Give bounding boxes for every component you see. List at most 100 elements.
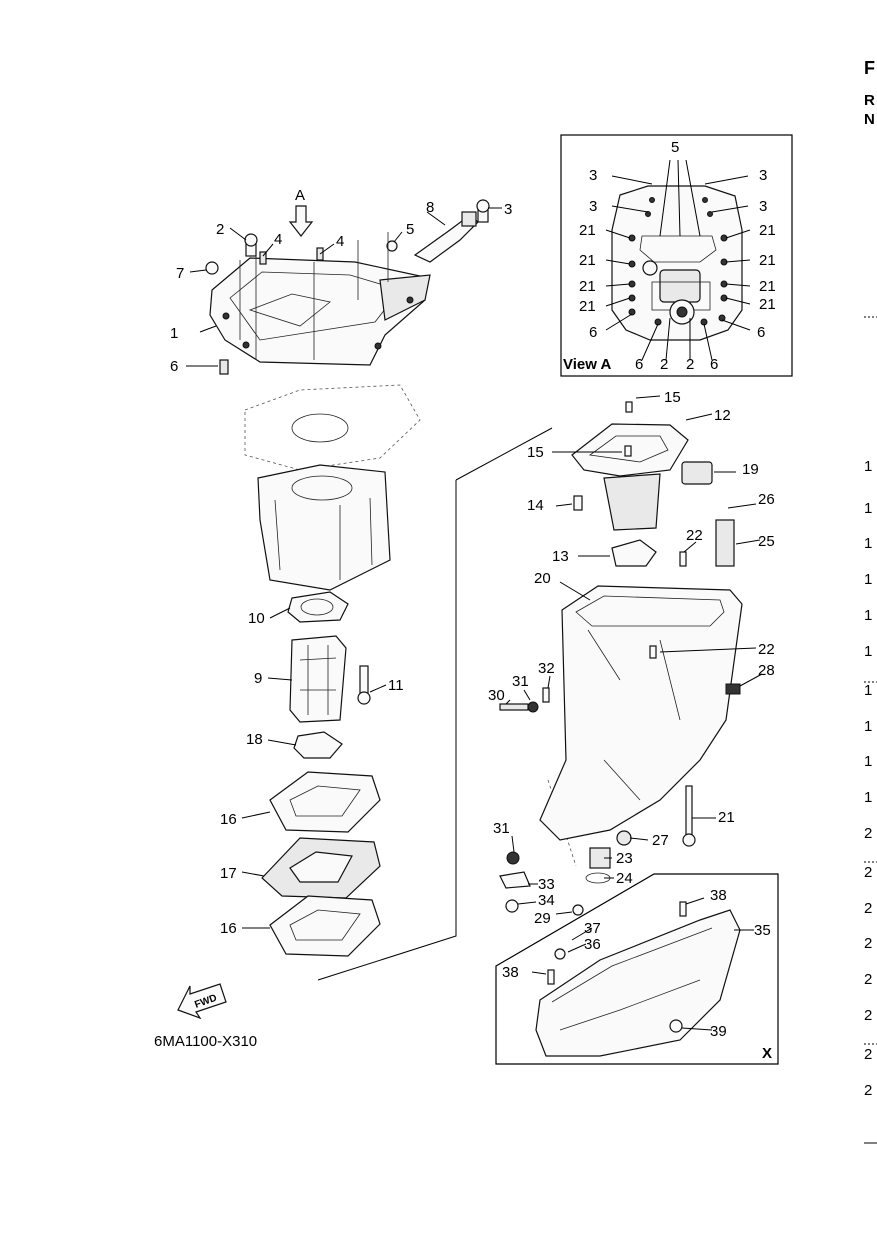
callout: 2 — [686, 356, 694, 373]
edge-row: 1 — [864, 718, 873, 735]
edge-row: 1 — [864, 535, 873, 552]
edge-row: 2 — [864, 825, 873, 842]
callout: 21 — [759, 278, 776, 295]
callout: 32 — [538, 660, 555, 677]
callout: 21 — [579, 298, 596, 315]
edge-row: 1 — [864, 458, 873, 475]
main-callouts: 1 2 3 4 4 5 6 7 8 9 10 11 12 13 14 15 15… — [170, 199, 775, 1040]
callout: 18 — [246, 731, 263, 748]
callout: 6 — [710, 356, 718, 373]
callout: 28 — [758, 662, 775, 679]
callout: 2 — [660, 356, 668, 373]
callout: 4 — [274, 231, 282, 248]
callout: 35 — [754, 922, 771, 939]
edge-header: F — [864, 58, 875, 78]
view-a-arrow-label: A — [295, 187, 305, 204]
view-a-arrow: A — [288, 187, 314, 237]
callout: 20 — [534, 570, 551, 587]
edge-row: 1 — [864, 607, 873, 624]
callout: 10 — [248, 610, 265, 627]
callout: 21 — [718, 809, 735, 826]
edge-row: 1 — [864, 789, 873, 806]
callout: 3 — [589, 167, 597, 184]
callout: 15 — [664, 389, 681, 406]
callout: 31 — [512, 673, 529, 690]
view-a-label: View A — [563, 356, 612, 373]
edge-row: 2 — [864, 900, 873, 917]
callout: 6 — [589, 324, 597, 341]
callout: 2 — [216, 221, 224, 238]
callout: 30 — [488, 687, 505, 704]
callout: 21 — [759, 252, 776, 269]
edge-row: 2 — [864, 1082, 873, 1099]
callout: 24 — [616, 870, 633, 887]
callout: 8 — [426, 199, 434, 216]
callout: 21 — [759, 296, 776, 313]
view-a-callouts: 5 3 3 3 3 21 21 21 21 21 21 21 21 6 6 6 … — [579, 139, 776, 373]
view-a-inset: View A 5 3 3 3 3 21 21 21 21 21 21 21 21… — [560, 134, 793, 377]
gaskets-16-17 — [241, 771, 381, 957]
upper-casing — [244, 384, 421, 591]
callout: 11 — [388, 677, 404, 694]
callout: 21 — [579, 278, 596, 295]
edge-header: R — [864, 92, 875, 109]
callout: 19 — [742, 461, 759, 478]
callout: 17 — [220, 865, 237, 882]
edge-row: 2 — [864, 1007, 873, 1024]
callout: 14 — [527, 497, 544, 514]
parts-10-11 — [267, 591, 387, 759]
callout: 4 — [336, 233, 344, 250]
callout: 21 — [759, 222, 776, 239]
callout: 6 — [170, 358, 178, 375]
callout: 13 — [552, 548, 569, 565]
diagram-code: 6MA1100-X310 — [154, 1033, 257, 1050]
edge-row: 2 — [864, 971, 873, 988]
callout: 27 — [652, 832, 669, 849]
parts-21-34 — [499, 675, 716, 916]
callout: 15 — [527, 444, 544, 461]
parts-12-19 — [552, 395, 736, 567]
edge-row: 1 — [864, 571, 873, 588]
edge-row: 1 — [864, 500, 873, 517]
callout: 29 — [534, 910, 551, 927]
callout: 16 — [220, 811, 237, 828]
callout: 6 — [635, 356, 643, 373]
callout: 3 — [504, 201, 512, 218]
callout: 37 — [584, 920, 601, 937]
callout: 34 — [538, 892, 555, 909]
callout: 5 — [406, 221, 414, 238]
mount-assembly — [186, 199, 502, 375]
callout: 3 — [589, 198, 597, 215]
callout: 25 — [758, 533, 775, 550]
callout: 38 — [710, 887, 727, 904]
callout: 39 — [710, 1023, 727, 1040]
callout: 12 — [714, 407, 731, 424]
edge-row: 1 — [864, 643, 873, 660]
callout: 16 — [220, 920, 237, 937]
callout: 38 — [502, 964, 519, 981]
inset-x-label: X — [762, 1045, 772, 1062]
callout: 1 — [170, 325, 178, 342]
fwd-arrow: FWD — [177, 983, 227, 1020]
callout: 7 — [176, 265, 184, 282]
callout: 22 — [758, 641, 775, 658]
callout: 31 — [493, 820, 510, 837]
callout: 22 — [686, 527, 703, 544]
edge-row: 1 — [864, 753, 873, 770]
callout: 3 — [759, 198, 767, 215]
callout: 23 — [616, 850, 633, 867]
edge-header: N — [864, 111, 875, 128]
callout: 33 — [538, 876, 555, 893]
callout: 3 — [759, 167, 767, 184]
callout: 21 — [579, 252, 596, 269]
edge-row: 2 — [864, 1046, 873, 1063]
assembly-lines — [317, 427, 577, 981]
edge-row: 2 — [864, 935, 873, 952]
callout: 9 — [254, 670, 262, 687]
edge-row: 2 — [864, 864, 873, 881]
right-edge-rules — [864, 316, 877, 1144]
drive-casing — [539, 503, 763, 841]
inset-x: X — [495, 873, 779, 1065]
callout: 5 — [671, 139, 679, 156]
